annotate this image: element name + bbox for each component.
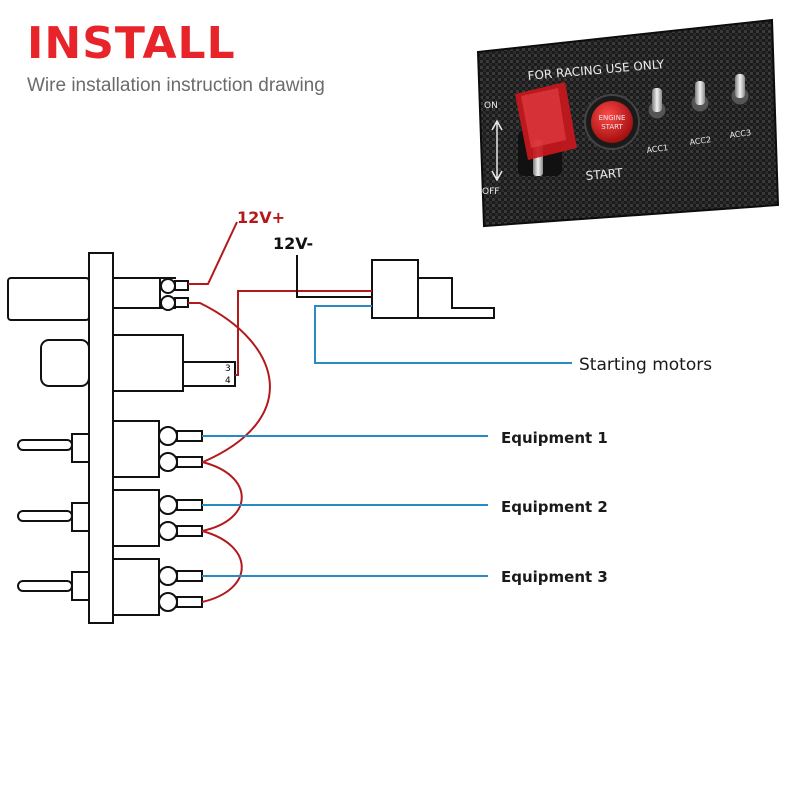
negative-label: 12V- [273,234,313,253]
positive-label: 12V+ [237,208,285,227]
toggle2-to-3-jumper [201,530,243,603]
starter-motor-label: Starting motors [579,355,712,375]
acc3-toggle [730,74,750,106]
pin-4-label: 4 [225,376,231,386]
mounting-plate [88,252,114,624]
master-terminal-bottom [160,295,176,311]
signal-wires [202,305,572,577]
switch-panel-photo: FOR RACING USE ONLY ON OFF ENGINE START … [476,18,780,228]
toggle2-terminal-top [158,495,178,515]
toggle1-to-2-jumper [201,461,243,532]
page-title: INSTALL [27,18,236,69]
pin-3-label: 3 [225,364,231,374]
toggle-switch-1 [17,420,203,478]
ground-wire [296,255,372,298]
feed-12v-wire [188,221,238,285]
relay-feed-wire [235,290,372,376]
page-subtitle: Wire installation instruction drawing [27,75,325,96]
toggle3-terminal-top [158,566,178,586]
starter-relay [371,259,495,319]
toggle-switch-2 [17,489,203,547]
panel-on-label: ON [484,101,498,111]
toggle-switch-3 [17,558,203,616]
toggle1-terminal-bottom [158,452,178,472]
panel-acc2-label: ACC2 [689,135,712,147]
starter-motor-wire [314,305,572,364]
engine-start-button [591,101,633,143]
start-button-body [40,339,90,387]
engine-start-line1: ENGINE [599,114,626,122]
positive-wires [188,221,372,603]
panel-start-label: START [585,166,624,183]
equipment-1-label: Equipment 1 [501,429,608,447]
toggle1-terminal-top [158,426,178,446]
engine-start-line2: START [601,123,623,131]
master-terminal-top [160,278,176,294]
acc2-toggle [690,81,710,113]
acc1-toggle [647,88,667,120]
panel-off-label: OFF [482,187,499,197]
equipment-3-label: Equipment 3 [501,568,608,586]
master-to-toggle1-jumper [188,302,271,463]
panel-acc1-label: ACC1 [646,143,669,155]
toggle2-terminal-bottom [158,521,178,541]
toggle3-terminal-bottom [158,592,178,612]
panel-schematic [7,252,495,624]
panel-acc3-label: ACC3 [729,128,752,140]
on-off-arrow-icon [491,119,503,182]
equipment-2-label: Equipment 2 [501,498,608,516]
master-switch-body [7,277,90,321]
